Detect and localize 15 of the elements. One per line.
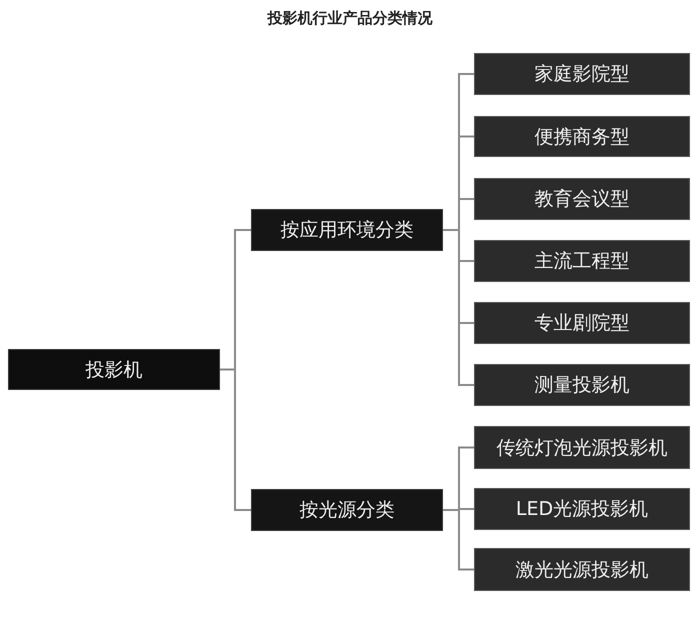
type-box: 传统灯泡光源投影机 bbox=[474, 426, 690, 469]
diagram-title: 投影机行业产品分类情况 bbox=[268, 9, 432, 27]
type-box: 教育会议型 bbox=[474, 178, 690, 220]
connector-line bbox=[220, 368, 251, 511]
type-box: 专业剧院型 bbox=[474, 302, 690, 344]
category-box: 按应用环境分类 bbox=[251, 209, 443, 251]
type-box: 主流工程型 bbox=[474, 240, 690, 282]
type-box: 便携商务型 bbox=[474, 116, 690, 157]
type-box: 家庭影院型 bbox=[474, 53, 690, 95]
type-box: 激光光源投影机 bbox=[474, 548, 690, 591]
root-box: 投影机 bbox=[8, 349, 220, 390]
type-box: LED光源投影机 bbox=[474, 488, 690, 530]
connector-line bbox=[443, 229, 474, 386]
category-box: 按光源分类 bbox=[251, 489, 443, 531]
type-box: 测量投影机 bbox=[474, 364, 690, 406]
